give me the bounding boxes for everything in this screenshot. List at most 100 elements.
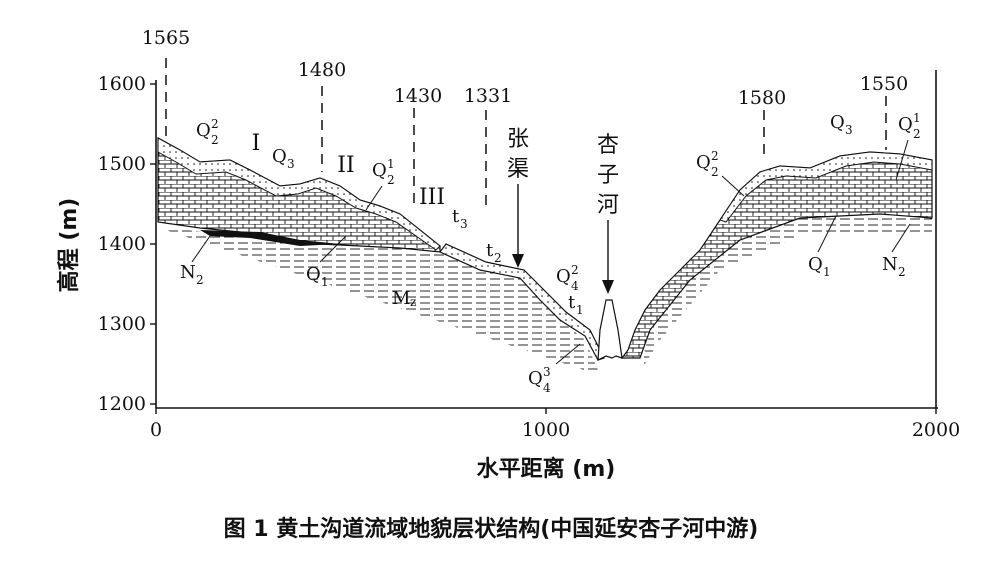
stratum-q2-1-left: Q 1 2 xyxy=(365,157,395,211)
elevation-markers: 1565 1480 1430 1331 1580 1550 xyxy=(142,27,908,212)
stratum-q2-2-right-base: Q xyxy=(696,152,711,173)
stratum-q4-3-sup: 3 xyxy=(543,365,551,379)
stratum-t1-sub: 1 xyxy=(576,303,584,317)
stratum-q1-right-base: Q xyxy=(808,254,823,275)
place-xingzihe-char-3: 河 xyxy=(597,193,619,218)
leader-q1-left xyxy=(319,235,347,263)
stratum-q4-2: Q 2 4 xyxy=(556,263,579,293)
stratum-q2-2-left-sub: 2 xyxy=(211,133,219,147)
place-xingzihe-char-2: 子 xyxy=(597,163,619,188)
marker-label-1550: 1550 xyxy=(860,73,908,95)
stratum-q2-1-right-sup: 1 xyxy=(913,111,921,125)
leader-q2-1-right xyxy=(895,139,909,181)
stratum-q3-left-base: Q xyxy=(272,146,287,167)
marker-label-1480: 1480 xyxy=(298,59,346,81)
stratum-q2-2-left-sup: 2 xyxy=(211,117,219,131)
x-axis-label: 水平距离 (m) xyxy=(477,456,616,482)
stratum-q2-2-left-base: Q xyxy=(196,120,211,141)
marker-label-1565: 1565 xyxy=(142,27,190,49)
place-xingzihe-char-1: 杏 xyxy=(597,133,619,158)
stratum-q2-1-left-sub: 2 xyxy=(387,173,395,187)
stratum-q3-left-sub: 3 xyxy=(287,157,295,171)
stratum-q1-right-sub: 1 xyxy=(823,265,831,279)
leader-n2-right xyxy=(891,223,911,253)
stratum-mz-sub: z xyxy=(410,295,416,309)
stratum-q2-2-right-sub: 2 xyxy=(711,165,719,179)
place-zhangqu-char-2: 渠 xyxy=(507,157,529,182)
terrace-labels: I II III xyxy=(252,131,445,210)
stratum-q4-2-base: Q xyxy=(556,266,571,287)
stratum-mz-base: M xyxy=(392,288,410,309)
stratum-q2-2-right-sup: 2 xyxy=(711,149,719,163)
stratum-q3-right: Q 3 xyxy=(830,112,853,137)
stratum-q1-left: Q 1 xyxy=(306,235,347,289)
q3-veneer-right xyxy=(719,151,933,223)
place-zhangqu-char-1: 张 xyxy=(507,127,529,152)
leader-q2-1-left xyxy=(365,185,383,211)
place-labels: 张 渠 杏 子 河 xyxy=(507,127,619,294)
stratum-t2: t 2 xyxy=(486,240,502,265)
profile xyxy=(157,136,933,372)
stratum-q2-2-left: Q 2 2 xyxy=(196,117,219,147)
stratum-q4-3-base: Q xyxy=(528,368,543,389)
terrace-label-iii: III xyxy=(419,185,445,210)
marker-label-1430: 1430 xyxy=(394,85,442,107)
terrace-label-ii: II xyxy=(337,153,354,178)
y-tick-label-1200: 1200 xyxy=(98,393,146,415)
stratum-n2-left-sub: 2 xyxy=(196,273,204,287)
x-tick-label-1000: 1000 xyxy=(522,419,570,441)
stratum-q2-1-right: Q 1 2 xyxy=(895,111,921,181)
y-tick-label-1500: 1500 xyxy=(98,153,146,175)
stratum-q2-1-left-sup: 1 xyxy=(387,157,395,171)
xingzi-river-channel xyxy=(597,299,623,362)
y-tick-label-1400: 1400 xyxy=(98,233,146,255)
stratum-t2-base: t xyxy=(486,240,494,261)
terrace-label-i: I xyxy=(252,131,261,156)
stratum-t1: t 1 xyxy=(568,292,584,317)
stratum-q3-right-base: Q xyxy=(830,112,845,133)
stratum-t3: t 3 xyxy=(452,206,468,231)
bedrock-mz xyxy=(160,214,932,372)
stratum-q2-2-right: Q 2 2 xyxy=(696,149,745,197)
y-tick-label-1300: 1300 xyxy=(98,313,146,335)
figure-caption: 图 1 黄土沟道流域地貌层状结构(中国延安杏子河中游) xyxy=(224,516,759,542)
leader-q4-3 xyxy=(555,343,581,365)
stratum-q4-2-sub: 4 xyxy=(571,279,579,293)
stratum-q2-1-right-base: Q xyxy=(898,114,913,135)
xingzihe-arrow-head xyxy=(602,280,614,294)
leader-n2-left xyxy=(191,235,211,263)
leader-q2-2-right xyxy=(721,175,745,197)
stratum-q4-3: Q 3 4 xyxy=(528,343,581,395)
marker-label-1331: 1331 xyxy=(464,85,512,107)
strata-labels: Q 2 2 Q 3 Q 1 2 t 3 N 2 Q 1 xyxy=(180,111,921,395)
zhangqu-arrow-head xyxy=(512,254,524,268)
stratum-t3-base: t xyxy=(452,206,460,227)
stratum-n2-left: N 2 xyxy=(180,235,211,287)
stratum-q4-3-sub: 4 xyxy=(543,381,551,395)
stratum-n2-right-base: N xyxy=(882,254,898,275)
stratum-q1-right: Q 1 xyxy=(808,215,837,279)
stratum-q3-left: Q 3 xyxy=(272,146,295,171)
stratum-q1-left-sub: 1 xyxy=(321,275,329,289)
stratum-n2-left-base: N xyxy=(180,262,196,283)
stratum-q2-1-left-base: Q xyxy=(372,160,387,181)
stratum-q2-1-right-sub: 2 xyxy=(913,127,921,141)
x-tick-label-0: 0 xyxy=(150,419,162,441)
stratum-mz: M z xyxy=(392,288,416,309)
stratum-q4-2-sup: 2 xyxy=(571,263,579,277)
stratum-n2-right-sub: 2 xyxy=(898,265,906,279)
slope-left xyxy=(439,243,605,361)
stratum-q1-left-base: Q xyxy=(306,264,321,285)
stratum-n2-right: N 2 xyxy=(882,223,911,279)
stratum-t2-sub: 2 xyxy=(494,251,502,265)
y-axis-label: 高程 (m) xyxy=(56,198,82,293)
stratum-t1-base: t xyxy=(568,292,576,313)
x-tick-label-2000: 2000 xyxy=(912,419,960,441)
y-tick-label-1600: 1600 xyxy=(98,73,146,95)
stratum-q3-right-sub: 3 xyxy=(845,123,853,137)
leader-q1-right xyxy=(817,215,837,253)
axes: 1600 1500 1400 1300 1200 0 1000 2000 高程 … xyxy=(56,70,960,482)
red-clay-band-left xyxy=(200,230,340,246)
q3-veneer-left xyxy=(157,137,441,251)
